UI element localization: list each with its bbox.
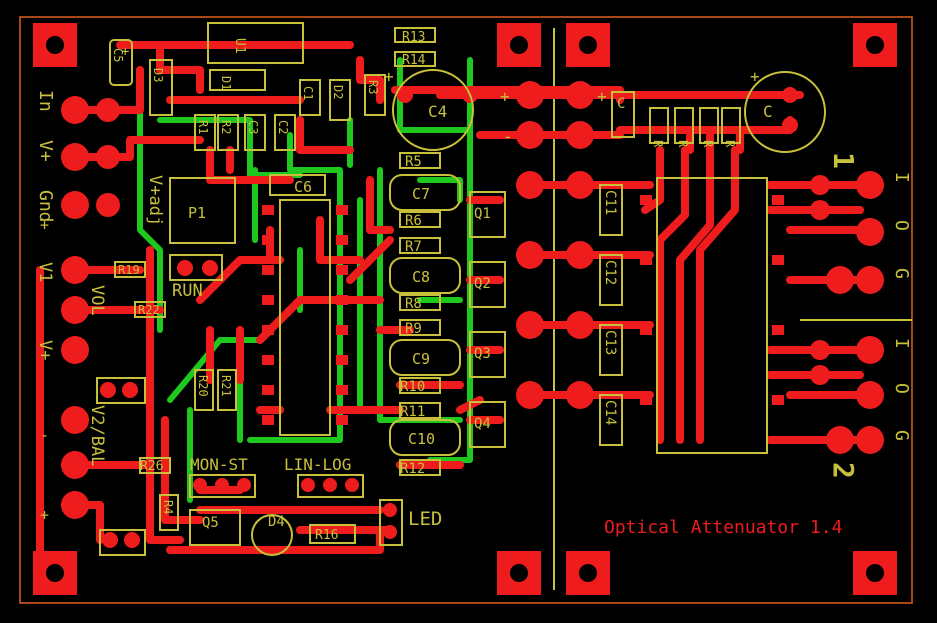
label-c5: C5 [111, 48, 125, 62]
label-ra: R [651, 140, 665, 148]
label-c-small: C [617, 96, 625, 112]
plus-c5: + [121, 44, 129, 60]
vias [61, 81, 884, 548]
label-vplus2: V+ [35, 340, 55, 360]
label-u1: U1 [232, 38, 247, 54]
label-rc: R [701, 140, 715, 148]
label-r26: R26 [140, 459, 163, 474]
label-channel-1: 1 [827, 152, 860, 169]
label-q5: Q5 [202, 515, 219, 531]
label-c4: C4 [428, 102, 447, 121]
board-title: Optical Attenuator 1.4 [604, 517, 842, 538]
label-q2: Q2 [474, 276, 491, 292]
label-out-2: O [891, 220, 912, 231]
board-outline [19, 16, 913, 604]
label-vplus: V+ [35, 140, 56, 162]
label-r7: R7 [405, 239, 422, 255]
label-r10: R10 [400, 379, 425, 395]
c-outline [744, 71, 826, 153]
label-r9: R9 [405, 321, 422, 337]
label-c14: C14 [602, 400, 618, 425]
label-r21: R21 [219, 375, 233, 397]
label-d3: D3 [151, 68, 165, 82]
label-r4: R4 [161, 500, 175, 514]
label-c6: C6 [294, 178, 312, 196]
label-r13: R13 [402, 30, 425, 45]
c4-outline [392, 69, 474, 151]
label-in: In [35, 90, 56, 112]
label-vadj: V+adj [145, 175, 165, 226]
label-r19: R19 [118, 263, 140, 277]
label-rd: R [723, 140, 737, 148]
label-r1: R1 [196, 120, 210, 134]
label-rb: R [676, 140, 690, 148]
label-out-6: G [891, 430, 912, 441]
label-p1: P1 [188, 204, 206, 222]
plus-vplus: + [40, 216, 49, 234]
label-r22: R22 [138, 303, 160, 317]
label-c12: C12 [602, 260, 618, 285]
label-r20: R20 [196, 375, 210, 397]
label-out-5: O [891, 383, 912, 394]
label-lin-log: LIN-LOG [284, 455, 351, 474]
label-c1: C1 [301, 86, 315, 100]
label-c7: C7 [412, 185, 430, 203]
label-r8: R8 [405, 296, 422, 312]
label-out-4: I [891, 338, 912, 349]
minus-connector: - [503, 127, 513, 146]
plus-c: + [750, 67, 760, 86]
label-r2: R2 [219, 120, 233, 134]
label-out-1: I [891, 172, 912, 183]
label-d4: D4 [268, 514, 285, 530]
label-led: LED [408, 508, 442, 530]
label-gnd: Gnd [35, 190, 56, 223]
label-q4: Q4 [474, 416, 491, 432]
label-c9: C9 [412, 350, 430, 368]
label-r14: R14 [402, 53, 426, 68]
label-r5: R5 [405, 154, 422, 170]
component-outlines [96, 22, 912, 556]
label-v2bal: V2/BAL [87, 405, 107, 466]
label-c13: C13 [602, 330, 618, 355]
mounting-holes [33, 23, 897, 595]
label-out-3: G [891, 268, 912, 279]
label-r11: R11 [400, 404, 425, 420]
label-q3: Q3 [474, 346, 491, 362]
label-c11: C11 [602, 190, 618, 215]
label-r12: R12 [400, 461, 425, 477]
label-r6: R6 [405, 213, 422, 229]
label-channel-2: 2 [827, 462, 860, 479]
label-d2: D2 [331, 85, 345, 99]
label-c2: C2 [276, 120, 290, 134]
label-c10: C10 [408, 430, 435, 448]
label-d1: D1 [219, 76, 233, 90]
label-r3: R3 [366, 80, 380, 94]
label-c3: C3 [246, 120, 260, 134]
ic-main [262, 199, 348, 436]
label-v1: V1 [35, 262, 55, 282]
silkscreen-text: C4 C C C6 C7 C8 C9 C10 Q1 Q2 Q3 Q4 R5 R6… [35, 30, 912, 543]
label-c8: C8 [412, 268, 430, 286]
label-run: RUN [172, 281, 203, 301]
minus-v2: - [40, 426, 49, 444]
plus-connector: + [500, 87, 510, 106]
label-q1: Q1 [474, 206, 491, 222]
label-mon-st: MON-ST [190, 455, 248, 474]
plus-v1: + [40, 506, 49, 524]
plus-c4: + [384, 67, 394, 86]
label-r16: R16 [315, 528, 338, 543]
label-vol: VOL [87, 285, 107, 316]
plus-c-small: + [597, 87, 607, 106]
label-c: C [763, 102, 773, 121]
ic-optocoupler [640, 177, 784, 454]
